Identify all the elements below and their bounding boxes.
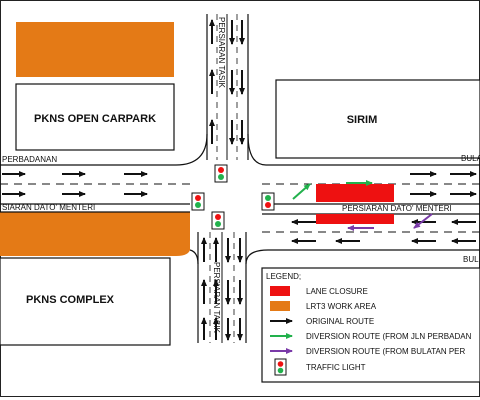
work-area-swatch (270, 301, 290, 311)
road-label-bulatan-bottom: BUL (463, 255, 479, 264)
lrt3-work-area-bottom (0, 212, 190, 256)
legend-label-original-route: ORIGINAL ROUTE (306, 317, 374, 326)
legend-box (261, 267, 480, 383)
traffic-light-east (261, 192, 275, 211)
legend-label-work-area: LRT3 WORK AREA (306, 302, 377, 311)
pkns-open-carpark-label: PKNS OPEN CARPARK (34, 113, 156, 125)
legend-item-lane-closure: LANE CLOSURE (270, 286, 368, 296)
legend-title: LEGEND; (266, 272, 301, 281)
road-label-dato-menteri: SIARAN DATO' MENTERI (2, 203, 95, 212)
sirim-label: SIRIM (347, 114, 378, 126)
legend-label-diversion-bulatan: DIVERSION ROUTE (FROM BULATAN PER (306, 347, 465, 356)
legend-item-original-route: ORIGINAL ROUTE (270, 317, 374, 326)
traffic-light-west (191, 192, 205, 211)
sirim-building (275, 79, 480, 159)
legend-label-diversion-perbadanan: DIVERSION ROUTE (FROM JLN PERBADAN (306, 332, 472, 341)
legend-label-lane-closure: LANE CLOSURE (306, 287, 368, 296)
traffic-light-south (211, 211, 225, 230)
legend-label-traffic-light: TRAFFIC LIGHT (306, 363, 366, 372)
legend-item-work-area: LRT3 WORK AREA (270, 301, 377, 311)
road-label-bulatan-top: BULA (461, 154, 480, 163)
road-label-dato-menteri-right: PERSIARAN DATO' MENTERI (342, 204, 452, 213)
lane-closure-swatch (270, 286, 290, 296)
traffic-light-north (214, 164, 228, 183)
traffic-light-icon (274, 358, 287, 376)
pkns-open-carpark-building (15, 83, 175, 151)
legend-item-diversion-perbadanan: DIVERSION ROUTE (FROM JLN PERBADAN (270, 332, 472, 341)
road-label-tasik-top: PERSIARAN TASIK (217, 17, 226, 89)
diversion-purple-arrow-icon (413, 213, 433, 229)
diversion-green-arrow-icon (292, 183, 311, 200)
lane-closure-lower (316, 214, 394, 224)
pkns-complex-label: PKNS COMPLEX (26, 294, 115, 306)
road-label-perbadanan: PERBADANAN (2, 155, 57, 164)
pkns-complex-building (0, 257, 171, 346)
legend: LEGEND; LANE CLOSURE LRT3 WORK AREA ORIG… (261, 267, 480, 383)
legend-item-traffic-light: TRAFFIC LIGHT (274, 358, 366, 376)
lane-closure-upper (316, 184, 394, 202)
lrt3-work-area-top (16, 22, 174, 77)
legend-item-diversion-bulatan: DIVERSION ROUTE (FROM BULATAN PER (270, 347, 465, 356)
route-arrows (2, 19, 477, 341)
